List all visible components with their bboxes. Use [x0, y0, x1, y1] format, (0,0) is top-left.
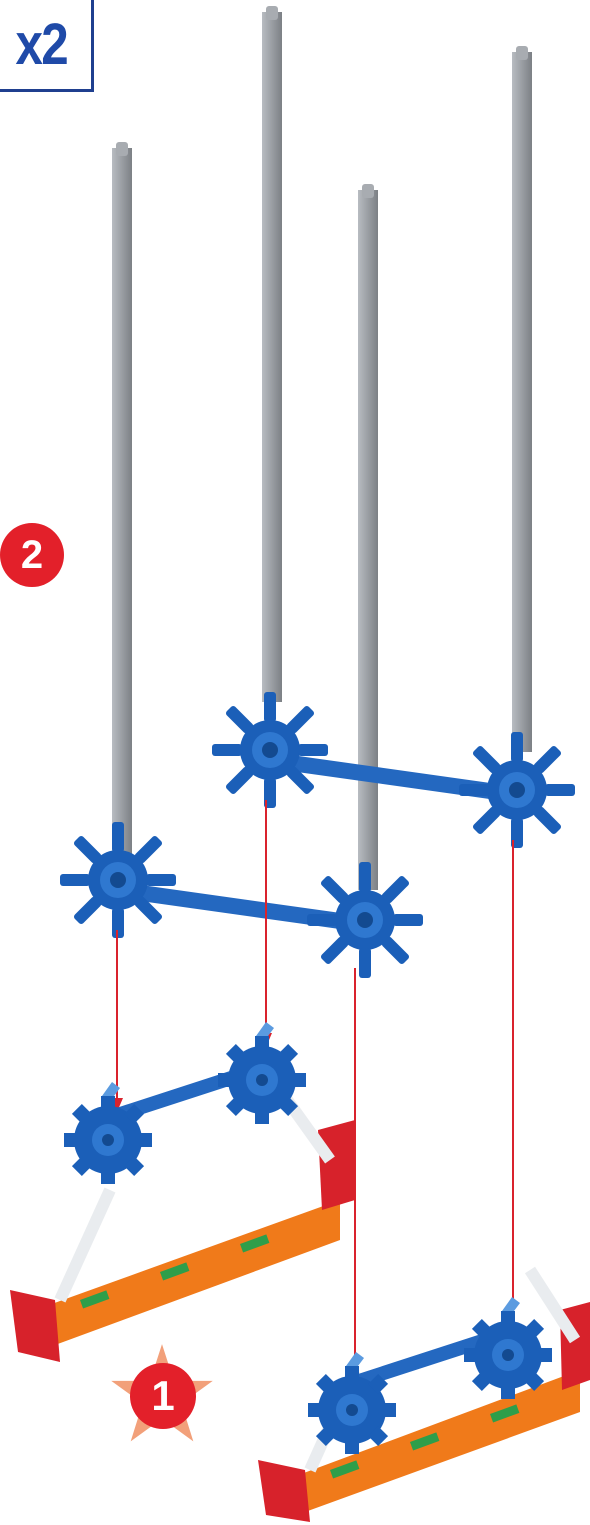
quantity-text: x2 — [15, 11, 66, 78]
step-1-badge: 1 — [130, 1363, 196, 1429]
red-frame-icon — [10, 1064, 355, 1362]
quantity-label: x2 — [0, 0, 94, 92]
step-2-badge: 2 — [0, 523, 64, 587]
blue-connector-icon — [64, 1022, 306, 1184]
blue-connector-icon — [60, 692, 575, 978]
gray-rod-icon — [112, 6, 532, 890]
red-frame-icon — [258, 1270, 590, 1522]
